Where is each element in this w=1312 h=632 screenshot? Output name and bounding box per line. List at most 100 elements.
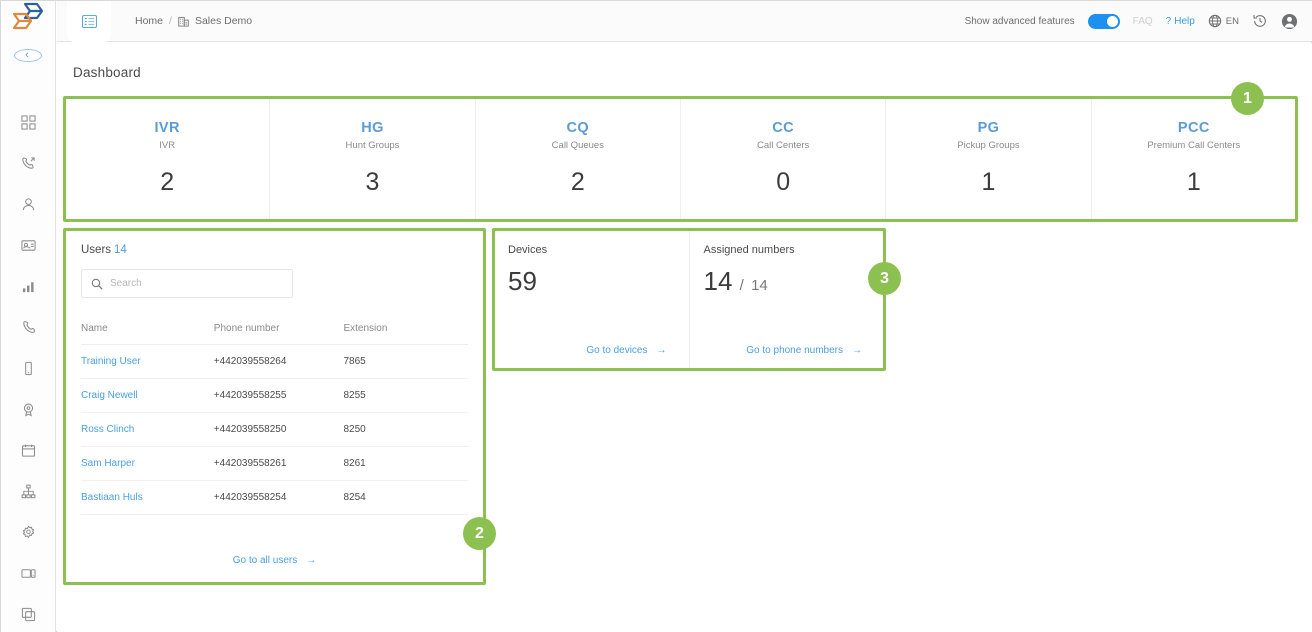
numbers-divider: /: [739, 277, 744, 294]
user-phone: +442039558250: [213, 412, 344, 447]
go-to-phone-numbers-link[interactable]: Go to phone numbers →: [746, 345, 862, 356]
user-extension: 8261: [343, 446, 468, 481]
kpi-name: Premium Call Centers: [1147, 140, 1241, 151]
account-button[interactable]: [1281, 13, 1298, 30]
user-name-link[interactable]: Ross Clinch: [81, 412, 214, 447]
user-extension: 8250: [343, 412, 468, 447]
kpi-name: Call Queues: [551, 140, 604, 151]
user-name-link[interactable]: Sam Harper: [81, 446, 214, 481]
breadcrumb-site[interactable]: Sales Demo: [194, 15, 253, 27]
users-footer: Go to all users →: [65, 555, 484, 566]
kpi-value: 1: [1186, 168, 1201, 196]
go-to-devices-link[interactable]: Go to devices →: [586, 345, 666, 356]
breadcrumb: Home / Sales Demo: [135, 15, 252, 27]
arrow-right-icon: →: [306, 555, 317, 566]
phone-handset-icon: [22, 321, 35, 333]
search-input[interactable]: [110, 278, 270, 289]
arrow-right-icon: →: [852, 345, 862, 356]
devices-label: Devices: [508, 244, 548, 256]
user-name-link[interactable]: Training User: [81, 344, 214, 379]
sidebar-item-schedules[interactable]: [1, 430, 56, 471]
kpi-name: Pickup Groups: [957, 140, 1020, 151]
numbers-assigned: 14: [703, 266, 733, 296]
globe-icon: [1208, 14, 1222, 28]
sidebar-item-users[interactable]: [1, 184, 56, 225]
user-account-icon: [1281, 13, 1298, 29]
kpi-name: IVR: [159, 140, 176, 151]
help-link[interactable]: ? Help: [1166, 16, 1195, 27]
table-header-row: Name Phone number Extension: [81, 314, 468, 345]
question-mark-icon: ?: [1165, 15, 1172, 27]
arrow-right-icon: →: [656, 345, 667, 356]
advanced-features-label: Show advanced features: [964, 15, 1075, 27]
devices-card: Devices 59 Go to devices →: [494, 230, 690, 369]
app-logo[interactable]: [1, 1, 56, 33]
sidebar-item-calls[interactable]: [1, 143, 56, 184]
user-extension: 8255: [343, 378, 468, 413]
app-logo-icon: [12, 2, 44, 30]
sidebar-item-dashboard[interactable]: [1, 102, 56, 143]
sidebar-item-settings[interactable]: [1, 512, 56, 553]
kpi-card-call-queues[interactable]: CQ Call Queues 2: [476, 98, 681, 220]
kpi-value: 0: [776, 168, 791, 196]
user-name-link[interactable]: Bastiaan Huls: [81, 480, 214, 515]
assigned-numbers-label: Assigned numbers: [703, 244, 795, 256]
breadcrumb-home[interactable]: Home: [135, 15, 164, 27]
tablet-icon: [20, 569, 36, 578]
dashboard-grid-icon: [20, 115, 36, 130]
contact-card-icon: [20, 240, 36, 251]
go-to-all-users-link[interactable]: Go to all users →: [233, 555, 316, 566]
table-row[interactable]: Training User +442039558264 7865: [81, 344, 468, 379]
sidebar-item-statistics[interactable]: [1, 266, 56, 307]
list-menu-icon: [81, 14, 97, 28]
phone-outgoing-icon: [21, 157, 35, 169]
kpi-card-hunt-groups[interactable]: HG Hunt Groups 3: [270, 98, 476, 220]
kpi-card-pickup-groups[interactable]: PG Pickup Groups 1: [886, 98, 1092, 220]
faq-link[interactable]: FAQ: [1132, 15, 1153, 27]
devices-value: 59: [508, 266, 537, 296]
user-phone: +442039558254: [213, 480, 344, 515]
table-row[interactable]: Sam Harper +442039558261 8261: [81, 446, 468, 481]
annotation-badge-3: 3: [868, 262, 901, 295]
building-icon: [178, 16, 189, 27]
kpi-abbr: HG: [361, 120, 384, 136]
kpi-card-call-centers[interactable]: CC Call Centers 0: [681, 98, 887, 220]
language-selector[interactable]: EN: [1208, 14, 1239, 28]
kpi-value: 1: [981, 168, 996, 196]
users-search[interactable]: [81, 269, 293, 298]
advanced-features-toggle[interactable]: [1087, 13, 1120, 29]
menu-toggle-button[interactable]: [67, 0, 111, 42]
kpi-card-premium-call-centers[interactable]: PCC Premium Call Centers 1: [1092, 98, 1296, 220]
column-header-extension: Extension: [343, 314, 468, 345]
sidebar-nav: [1, 102, 56, 632]
gear-icon: [22, 525, 34, 538]
table-row[interactable]: Ross Clinch +442039558250 8250: [81, 412, 468, 447]
kpi-card-row: IVR IVR 2 HG Hunt Groups 3 CQ Call Queue…: [65, 98, 1296, 220]
sidebar-item-devices[interactable]: [1, 348, 56, 389]
sidebar-item-directory[interactable]: [1, 225, 56, 266]
table-row[interactable]: Craig Newell +442039558255 8255: [81, 378, 468, 413]
user-name-link[interactable]: Craig Newell: [81, 378, 214, 413]
language-code: EN: [1225, 15, 1239, 27]
kpi-abbr: IVR: [154, 120, 180, 136]
sidebar-item-locations[interactable]: [1, 389, 56, 430]
go-to-phone-numbers-label: Go to phone numbers: [746, 345, 843, 356]
user-extension: 8254: [343, 480, 468, 515]
user-extension: 7865: [343, 344, 468, 379]
sidebar-item-hardware[interactable]: [1, 553, 56, 594]
history-button[interactable]: [1252, 13, 1268, 29]
header-actions: Show advanced features FAQ ? Help EN: [965, 13, 1298, 30]
sidebar-item-templates[interactable]: [1, 594, 56, 632]
table-row[interactable]: Bastiaan Huls +442039558254 8254: [81, 480, 468, 515]
sidebar-item-phone-numbers[interactable]: [1, 307, 56, 348]
user-icon: [22, 198, 34, 211]
kpi-name: Hunt Groups: [345, 140, 400, 151]
sidebar-item-org-structure[interactable]: [1, 471, 56, 512]
user-phone: +442039558264: [213, 344, 344, 379]
sidebar-collapse-button[interactable]: ‹: [14, 49, 42, 62]
kpi-card-ivr[interactable]: IVR IVR 2: [65, 98, 271, 220]
devices-numbers-panel: Devices 59 Go to devices → Assigned numb…: [494, 230, 884, 369]
left-sidebar: ‹: [1, 1, 56, 632]
user-phone: +442039558255: [213, 378, 344, 413]
